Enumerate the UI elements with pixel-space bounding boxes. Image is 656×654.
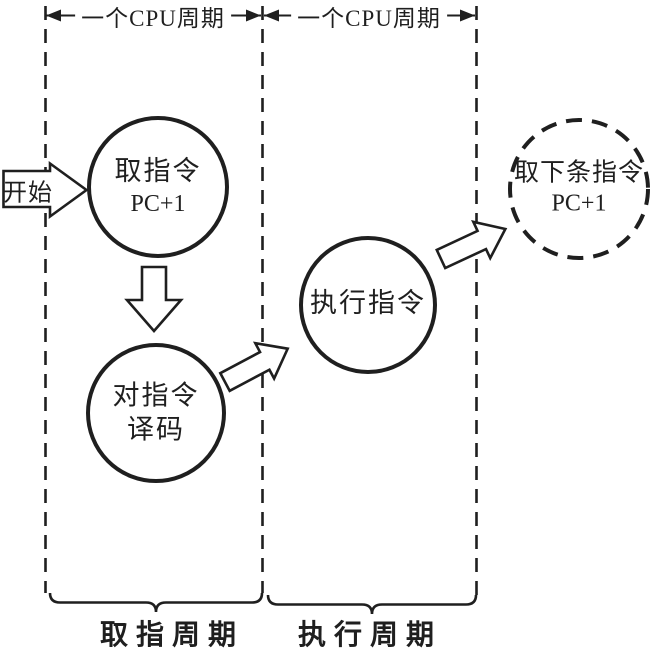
- arrowhead-right-icon: [460, 9, 475, 22]
- execute-node-title: 执行指令: [310, 288, 426, 319]
- arrowhead-left-icon: [264, 9, 279, 22]
- fetch-phase-brace: [48, 592, 264, 613]
- execute-to-next-arrow-icon: [435, 220, 508, 270]
- fetch-node-label: 取指令 PC+1: [115, 155, 202, 219]
- down-arrow-icon: [124, 265, 184, 333]
- execute-phase-brace: [266, 594, 478, 615]
- decode-to-execute-arrow-icon: [218, 341, 290, 393]
- fetch-node-title: 取指令: [114, 156, 202, 187]
- decode-node-title: 对指令: [112, 380, 200, 411]
- start-label: 开始: [3, 180, 53, 207]
- fetch-next-node-circle: [508, 118, 650, 260]
- fetch-node-subtitle: PC+1: [130, 190, 186, 217]
- cpu-cycle-label-1: 一个CPU周期: [75, 0, 231, 33]
- fetch-next-node-subtitle: PC+1: [551, 190, 607, 217]
- fetch-node-circle: [87, 116, 229, 258]
- cpu-cycle-label-2: 一个CPU周期: [291, 0, 447, 33]
- execute-node-circle: [299, 236, 437, 374]
- fetch-next-node-title: 取下条指令: [513, 159, 645, 187]
- decode-node-circle: [86, 343, 226, 483]
- start-arrow-icon: [2, 160, 89, 220]
- decode-node-label: 对指令 译码: [113, 379, 200, 447]
- decode-node-subtitle: 译码: [127, 414, 185, 444]
- arrowhead-left-icon: [46, 9, 61, 22]
- fetch-phase-label: 取指周期: [99, 620, 245, 651]
- fetch-next-node-label: 取下条指令 PC+1: [514, 157, 644, 218]
- arrowhead-right-icon: [246, 9, 261, 22]
- execute-phase-label: 执行周期: [297, 620, 443, 651]
- execute-node-label: 执行指令: [310, 287, 426, 321]
